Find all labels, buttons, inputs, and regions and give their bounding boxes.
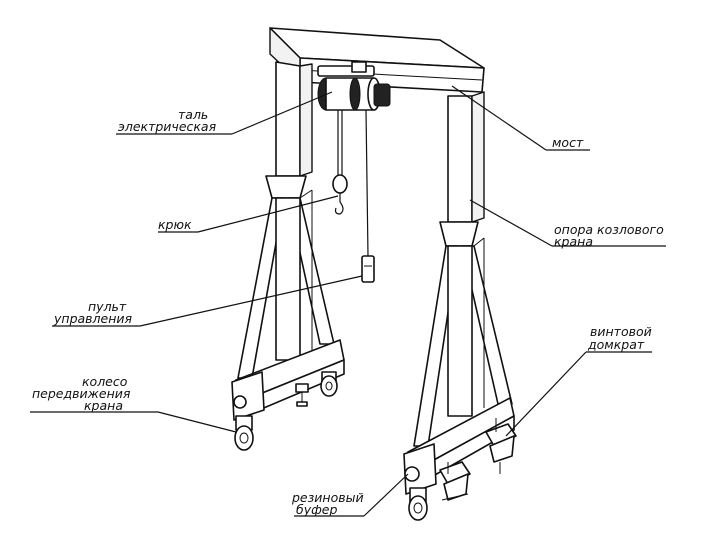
label-pendant-line2: управления — [53, 311, 133, 326]
label-pendant-line1: пульт — [88, 299, 127, 314]
label-bridge: мост — [552, 135, 584, 150]
left-base-beam — [231, 339, 345, 421]
label-support-line2: крана — [554, 234, 593, 249]
label-jack-line2: домкрат — [587, 337, 645, 352]
label-buffer-line2: буфер — [296, 502, 337, 517]
label-wheel-line3: крана — [84, 398, 123, 413]
bridge-beam — [269, 27, 485, 93]
right-support — [413, 91, 513, 447]
screw-jacks — [439, 418, 517, 501]
label-jack-line1: винтовой — [590, 324, 652, 339]
label-wheel-line2: передвижения — [32, 386, 131, 401]
label-hoist-line2: электрическая — [118, 119, 217, 134]
label-buffer-line1: резиновый — [291, 490, 364, 505]
right-wheel — [408, 487, 428, 521]
labels: таль электрическая мост крюк пульт управ… — [32, 107, 664, 517]
left-wheels — [234, 371, 338, 451]
left-support — [237, 61, 335, 379]
leader-lines — [30, 85, 666, 517]
label-hoist-line1: таль — [178, 107, 208, 122]
hook — [332, 110, 348, 215]
label-wheel-line1: колесо — [82, 374, 128, 389]
pendant-control — [361, 109, 375, 283]
label-hook: крюк — [158, 217, 192, 232]
label-support-line1: опора козлового — [554, 222, 664, 237]
crane-drawing — [231, 27, 517, 521]
